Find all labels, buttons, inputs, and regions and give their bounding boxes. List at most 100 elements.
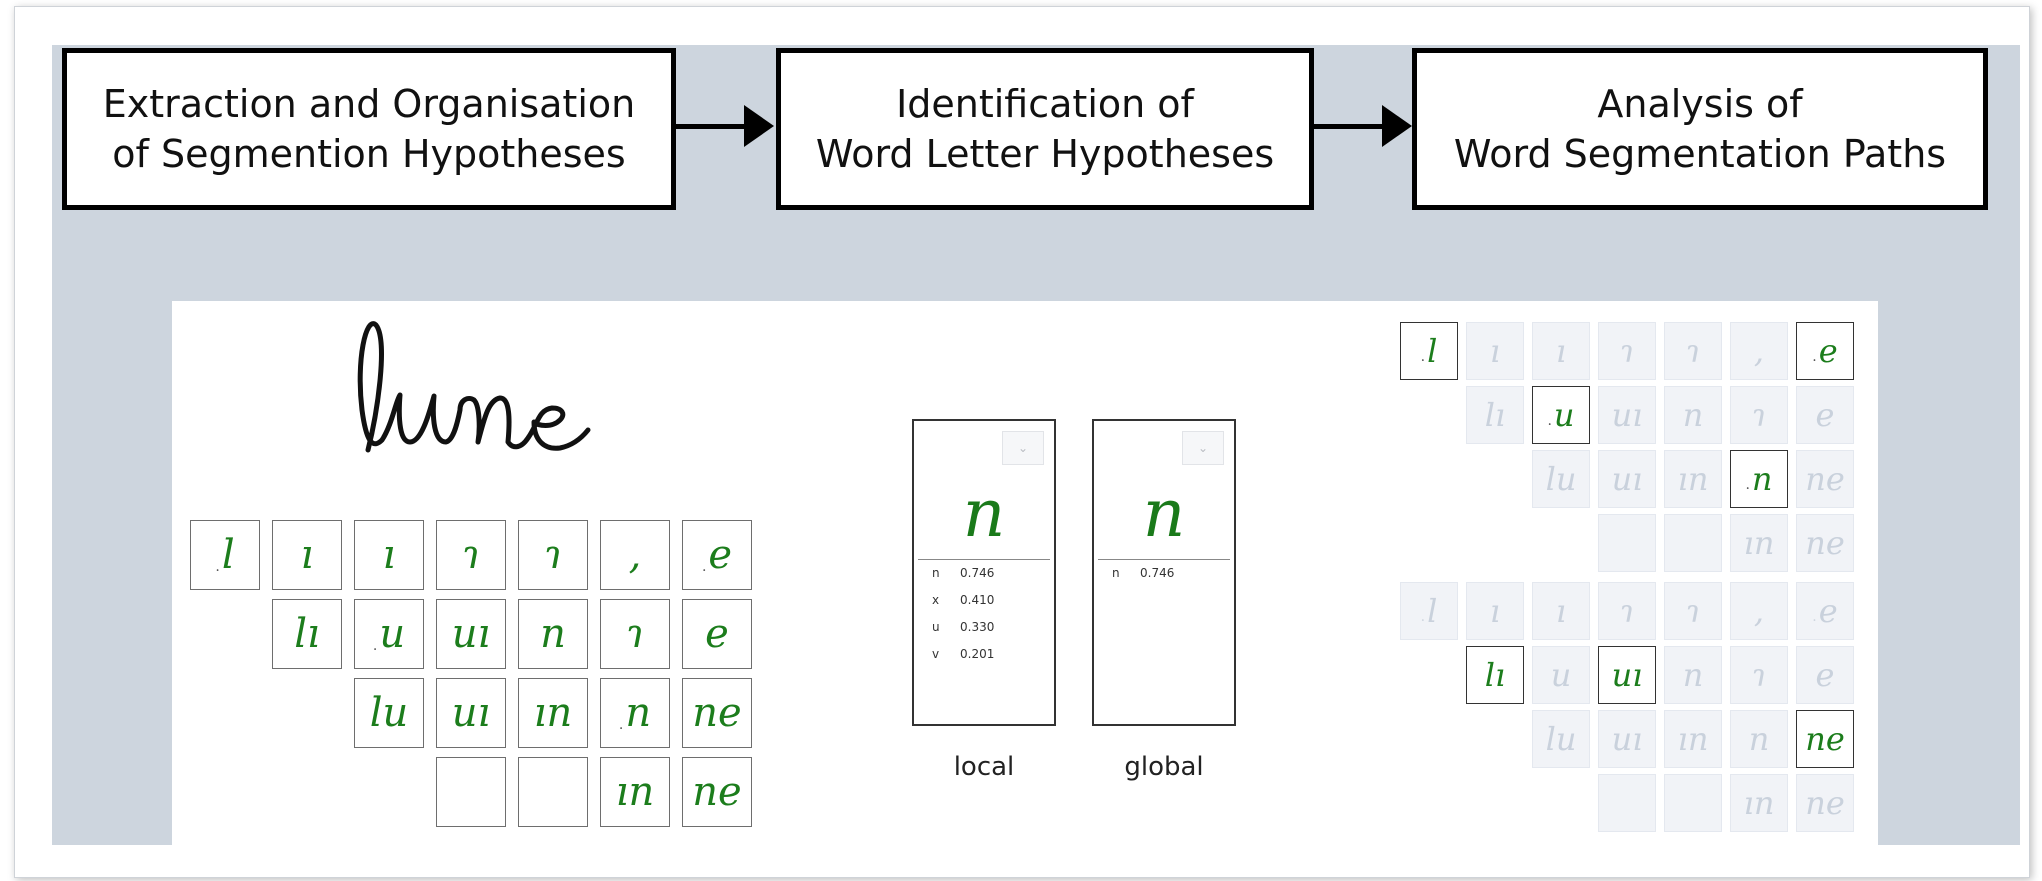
cell-dot: .	[1812, 349, 1817, 365]
hypothesis-cell[interactable]: e	[1796, 386, 1854, 444]
hypothesis-cell[interactable]: uı	[1598, 386, 1656, 444]
cell-glyph: ɿ	[1619, 332, 1635, 370]
hypothesis-cell[interactable]: .e	[682, 520, 752, 590]
cell-glyph: ɿ	[1685, 332, 1701, 370]
hypothesis-cell[interactable]: ne	[682, 678, 752, 748]
hypothesis-cell[interactable]: ɿ	[1730, 646, 1788, 704]
hypothesis-cell[interactable]: ɿ	[1598, 322, 1656, 380]
score-value: 0.746	[960, 566, 995, 580]
hypothesis-cell[interactable]: .l	[1400, 322, 1458, 380]
hypothesis-cell[interactable]: ,	[1730, 582, 1788, 640]
local-letter-glyph: n	[962, 475, 1006, 552]
hypothesis-cell[interactable]: ɿ	[1664, 322, 1722, 380]
cell-glyph: e	[1818, 592, 1838, 630]
hypothesis-cell[interactable]: ı	[272, 520, 342, 590]
hypothesis-cell[interactable]: ne	[682, 757, 752, 827]
cell-glyph: lı	[1484, 656, 1506, 694]
hypothesis-cell[interactable]: .e	[1796, 322, 1854, 380]
hypothesis-cell[interactable]: n	[1664, 646, 1722, 704]
hypothesis-cell[interactable]: lu	[1532, 450, 1590, 508]
score-value: 0.330	[960, 620, 995, 634]
hypothesis-cell[interactable]	[436, 757, 506, 827]
hypothesis-cell[interactable]: .l	[190, 520, 260, 590]
chevron-down-icon[interactable]: ⌄	[1182, 431, 1224, 465]
hypothesis-cell[interactable]: ɿ	[1730, 386, 1788, 444]
hypothesis-cell[interactable]: ı	[1466, 322, 1524, 380]
score-value: 0.201	[960, 647, 995, 661]
hypothesis-cell[interactable]: ın	[1730, 514, 1788, 572]
cell-glyph: ı	[382, 532, 396, 578]
score-char: u	[932, 620, 940, 634]
hypothesis-cell[interactable]: ɿ	[518, 520, 588, 590]
hypothesis-cell[interactable]: ,	[1730, 322, 1788, 380]
cell-glyph: l	[221, 532, 235, 578]
cell-glyph: ɿ	[625, 611, 645, 657]
hypothesis-cell[interactable]: lı	[272, 599, 342, 669]
local-label: local	[953, 752, 1015, 782]
cell-glyph: l	[1427, 592, 1438, 630]
hypothesis-cell[interactable]: ı	[1532, 582, 1590, 640]
step-analysis-line2: Word Segmentation Paths	[1453, 132, 1947, 176]
hypothesis-cell[interactable]: uı	[436, 599, 506, 669]
handwritten-word-image	[357, 321, 591, 453]
hypothesis-cell[interactable]: ɿ	[600, 599, 670, 669]
cell-glyph: ,	[628, 532, 642, 578]
step-identification-line1: Identification of	[896, 82, 1194, 126]
hypothesis-cell[interactable]: u	[1532, 646, 1590, 704]
hypothesis-cell[interactable]: lı	[1466, 646, 1524, 704]
chevron-down-icon[interactable]: ⌄	[1002, 431, 1044, 465]
hypothesis-cell[interactable]: ın	[1730, 774, 1788, 832]
hypothesis-cell[interactable]: uı	[1598, 450, 1656, 508]
hypothesis-cell[interactable]: ne	[1796, 710, 1854, 768]
cell-glyph: uı	[1611, 396, 1643, 434]
hypothesis-cell[interactable]: ın	[600, 757, 670, 827]
step-extraction-line1: Extraction and Organisation	[102, 82, 636, 126]
hypothesis-cell[interactable]	[1664, 514, 1722, 572]
hypothesis-cell[interactable]: .n	[1730, 450, 1788, 508]
hypothesis-cell[interactable]: ne	[1796, 450, 1854, 508]
hypothesis-cell[interactable]	[1664, 774, 1722, 832]
hypothesis-cell[interactable]: ɿ	[1664, 582, 1722, 640]
hypothesis-cell[interactable]: lı	[1466, 386, 1524, 444]
cell-glyph: ɿ	[1751, 656, 1767, 694]
hypothesis-cell[interactable]: uı	[1598, 646, 1656, 704]
hypothesis-cell[interactable]: ın	[1664, 450, 1722, 508]
cell-glyph: ın	[615, 769, 655, 815]
hypothesis-cell[interactable]: ı	[1466, 582, 1524, 640]
hypothesis-cell[interactable]: e	[1796, 646, 1854, 704]
cell-glyph: uı	[1611, 720, 1643, 758]
hypothesis-cell[interactable]: n	[1730, 710, 1788, 768]
cell-glyph: e	[1815, 656, 1835, 694]
hypothesis-cell[interactable]: lu	[1532, 710, 1590, 768]
hypothesis-cell[interactable]	[1598, 774, 1656, 832]
hypothesis-cell[interactable]	[518, 757, 588, 827]
hypothesis-cell[interactable]: ı	[354, 520, 424, 590]
hypothesis-cell[interactable]: uı	[436, 678, 506, 748]
hypothesis-cell[interactable]: uı	[1598, 710, 1656, 768]
hypothesis-cell[interactable]: .u	[1532, 386, 1590, 444]
cell-glyph: u	[379, 611, 406, 657]
cell-glyph: ɿ	[1685, 592, 1701, 630]
hypothesis-cell[interactable]: n	[518, 599, 588, 669]
hypothesis-cell[interactable]: ne	[1796, 774, 1854, 832]
cell-glyph: n	[1751, 460, 1773, 498]
hypothesis-cell[interactable]: ne	[1796, 514, 1854, 572]
cell-glyph: n	[540, 611, 566, 657]
hypothesis-cell[interactable]: .l	[1400, 582, 1458, 640]
hypothesis-cell[interactable]: ın	[1664, 710, 1722, 768]
hypothesis-cell[interactable]: ın	[518, 678, 588, 748]
hypothesis-cell[interactable]: e	[682, 599, 752, 669]
hypothesis-cell[interactable]: ɿ	[1598, 582, 1656, 640]
hypothesis-cell[interactable]: ɿ	[436, 520, 506, 590]
hypothesis-cell[interactable]: ,	[600, 520, 670, 590]
hypothesis-cell[interactable]: lu	[354, 678, 424, 748]
hypothesis-cell[interactable]: n	[1664, 386, 1722, 444]
hypothesis-cell[interactable]: .u	[354, 599, 424, 669]
cell-glyph: ın	[1743, 784, 1775, 822]
hypothesis-cell[interactable]	[1598, 514, 1656, 572]
hypothesis-cell[interactable]: .n	[600, 678, 670, 748]
hypothesis-cell[interactable]: .e	[1796, 582, 1854, 640]
hypothesis-cell[interactable]: ı	[1532, 322, 1590, 380]
